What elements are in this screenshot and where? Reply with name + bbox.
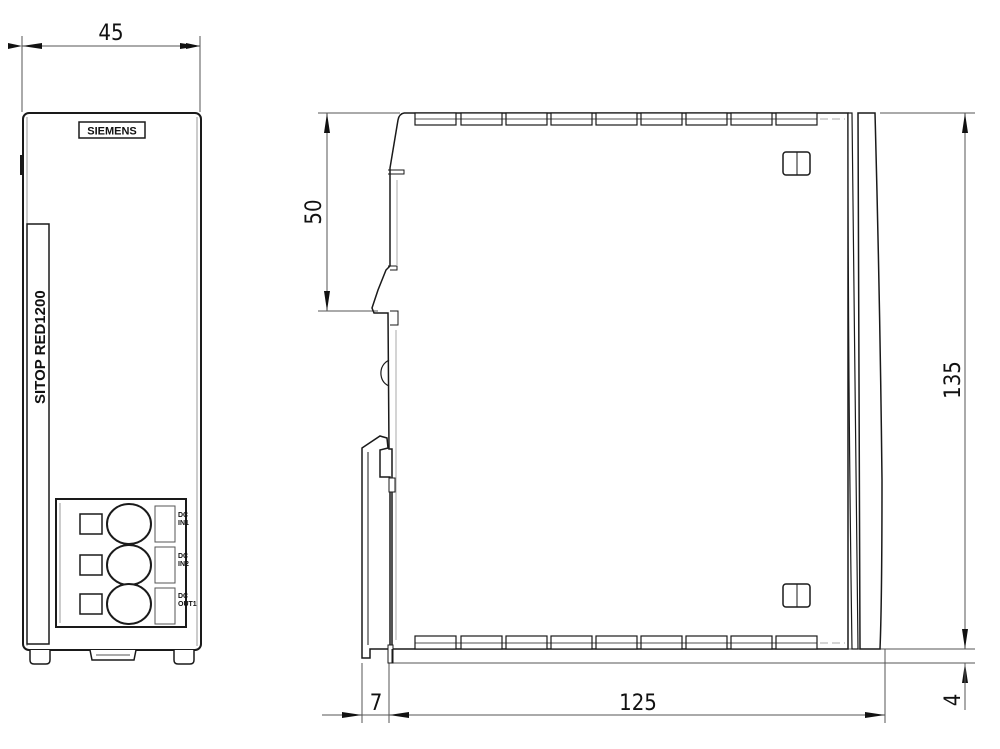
front-cover-edge (847, 112, 859, 650)
product-label-strip (26, 223, 50, 645)
terminal-in1: DC IN1 (79, 503, 189, 545)
svg-text:IN2: IN2 (178, 561, 189, 568)
din-rail-mount-profile (371, 112, 405, 649)
dimension-rail-height-label: 50 (302, 199, 327, 224)
front-cover (857, 112, 883, 650)
svg-text:IN1: IN1 (178, 520, 189, 527)
wire-entry-icon (106, 544, 152, 586)
svg-text:DC: DC (178, 512, 188, 519)
release-lever-icon (79, 593, 103, 615)
wire-entry-icon (106, 583, 152, 625)
housing-side-outline (392, 112, 849, 650)
side-slot-bottom (782, 583, 811, 608)
bottom-vents (414, 635, 818, 650)
terminal-out1: DC OUT1 (79, 583, 197, 625)
siemens-logo-text: SIEMENS (87, 126, 137, 138)
din-rail-latch (361, 435, 391, 659)
wire-entry-icon (106, 503, 152, 545)
side-slot-top (782, 151, 811, 176)
svg-text:DC: DC (178, 553, 188, 560)
dimension-depth-label: 125 (619, 691, 657, 716)
siemens-logo-badge (78, 121, 146, 139)
svg-text:DC: DC (178, 593, 188, 600)
product-name-label: SITOP RED1200 (32, 290, 49, 404)
dimension-height-label: 135 (941, 361, 966, 399)
svg-text:OUT1: OUT1 (178, 601, 197, 608)
dimension-width-label: 45 (98, 21, 123, 46)
release-lever-icon (79, 554, 103, 576)
front-view: 45 SIEMENS SITOP RED1200 DC IN1 DC I (8, 21, 202, 665)
dimension-rail-offset-label: 7 (370, 691, 383, 716)
dimension-bottom-offset-label: 4 (941, 694, 966, 707)
side-view: 50 135 4 7 125 (302, 112, 975, 723)
release-lever-icon (79, 513, 103, 535)
